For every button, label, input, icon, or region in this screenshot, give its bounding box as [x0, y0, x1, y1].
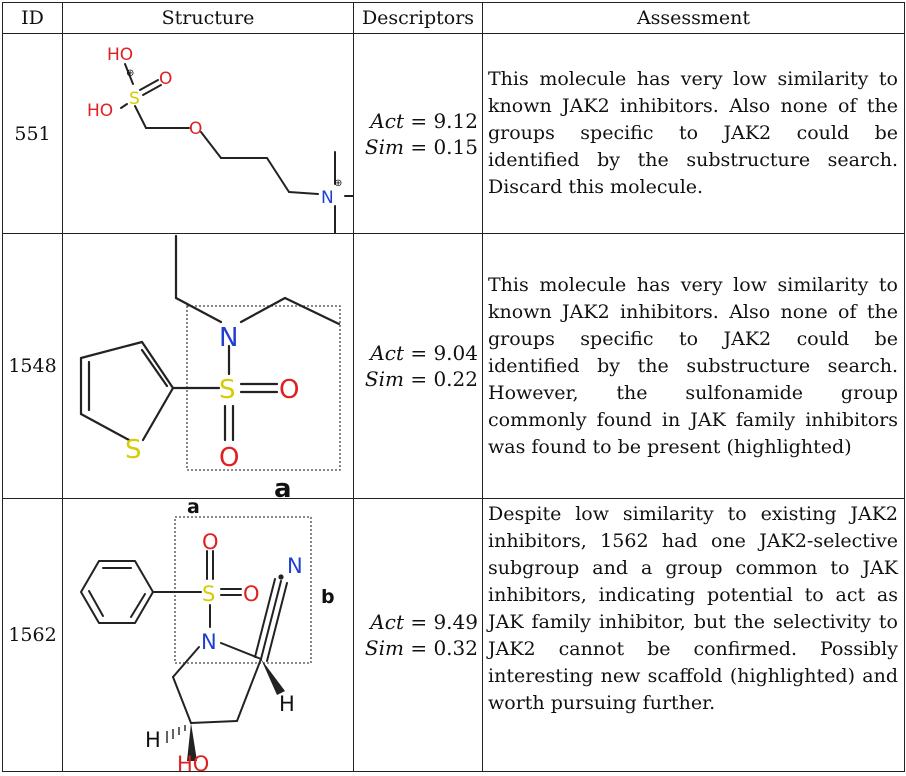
table-row: 551 [2, 33, 905, 234]
act-label: Act [370, 341, 404, 365]
molecule-1548-box-label: a [274, 474, 292, 498]
structure-1548: N S O O S a [62, 233, 354, 499]
molecule-551-n-charge: ⊕ [334, 178, 342, 189]
header-descriptors: Descriptors [353, 2, 483, 34]
sim-value: = 0.22 [410, 367, 478, 391]
sim-value: = 0.15 [410, 134, 478, 159]
wedge-bond-oh [187, 723, 197, 761]
molecule-1562-n-nitrile: N [287, 554, 303, 578]
assessment-1548: This molecule has very low similarity to… [482, 233, 905, 499]
header-assessment: Assessment [482, 2, 905, 34]
act-label: Act [370, 610, 404, 634]
header-row: ID Structure Descriptors Assessment [2, 2, 905, 34]
molecule-1562-s: S [202, 582, 215, 606]
radical-dot [278, 574, 284, 580]
descriptors-1548: Act = 9.04 Sim = 0.22 [353, 233, 483, 499]
assessment-551: This molecule has very low similarity to… [482, 33, 905, 234]
molecule-1562-o-right: O [243, 582, 260, 606]
molecule-1548-drawing: N S O O S a [79, 234, 341, 498]
molecule-1548-o-right: O [279, 375, 299, 405]
wedge-bond-h [261, 659, 285, 695]
header-structure: Structure [62, 2, 354, 34]
molecule-551-o-ether: O [189, 119, 202, 139]
molecule-551-s-charge: ⊕ [126, 68, 134, 79]
table-row: 1548 [2, 233, 905, 499]
sim-label: Sim [364, 134, 404, 159]
descriptors-1562: Act = 9.49 Sim = 0.32 [353, 498, 483, 772]
molecule-1562-drawing: a b [80, 499, 335, 771]
row-id: 1548 [2, 233, 63, 499]
molecule-1562-box-label-a: a [187, 499, 200, 518]
molecule-551-o-double: O [159, 69, 172, 89]
table-row: 1562 a b [2, 498, 905, 772]
molecule-551-ho-top: HO [107, 45, 133, 65]
structure-1562: a b [62, 498, 354, 772]
molecule-1548-o-bottom: O [219, 443, 239, 473]
structure-551: HO HO S O O N ⊕ ⊕ [62, 33, 354, 234]
highlight-box-b [174, 516, 312, 664]
row-id: 551 [2, 33, 63, 234]
act-label: Act [370, 108, 404, 133]
sim-label: Sim [364, 636, 404, 660]
act-value: = 9.12 [410, 108, 478, 133]
assessment-1562: Despite low similarity to existing JAK2 … [482, 498, 905, 772]
header-id: ID [2, 2, 63, 34]
molecule-551-s: S [129, 89, 140, 109]
row-id: 1562 [2, 498, 63, 772]
molecule-1562-ho: HO [177, 752, 209, 771]
molecule-1548-n: N [219, 323, 238, 353]
molecule-551-drawing: HO HO S O O N ⊕ ⊕ [87, 45, 353, 233]
sim-value: = 0.32 [410, 636, 478, 660]
act-value: = 9.49 [410, 610, 478, 634]
molecule-1548-s: S [219, 375, 236, 405]
sim-label: Sim [364, 367, 404, 391]
molecule-1562-h-left: H [145, 728, 161, 752]
act-value: = 9.04 [410, 341, 478, 365]
molecule-1562-o-top: O [202, 530, 219, 554]
molecule-1562-box-label-b: b [321, 586, 335, 608]
molecule-1562-h-right: H [279, 692, 295, 716]
molecule-1548-s-ring: S [125, 435, 142, 465]
molecule-551-n: N [321, 188, 334, 208]
molecule-551-ho-left: HO [87, 101, 113, 121]
molecule-1562-n-ring: N [201, 630, 217, 654]
descriptors-551: Act = 9.12 Sim = 0.15 [353, 33, 483, 234]
